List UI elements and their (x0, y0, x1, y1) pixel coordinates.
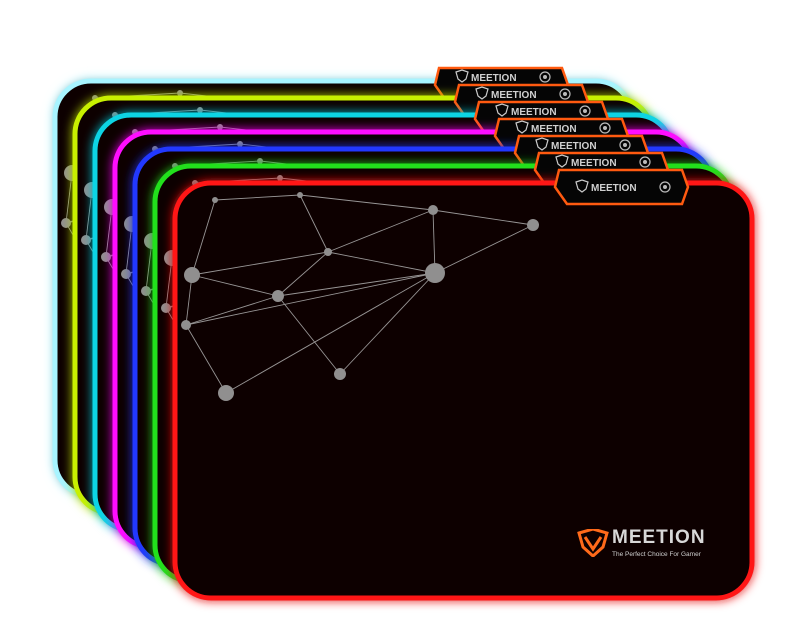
tab-brand-label: MEETION (491, 90, 537, 101)
network-node (61, 218, 71, 228)
network-line (185, 324, 227, 394)
network-node (141, 286, 151, 296)
network-node (272, 290, 284, 302)
network-line (185, 274, 193, 326)
network-node (217, 124, 223, 130)
tab-logo-icon (455, 69, 469, 83)
network-node (428, 205, 438, 215)
tab-brand-label: MEETION (511, 107, 557, 118)
usb-hub-tab: MEETION (553, 168, 690, 206)
network-pattern (181, 192, 539, 401)
network-line (85, 189, 93, 241)
network-line (145, 240, 153, 292)
network-node (297, 192, 303, 198)
light-mode-button-center (623, 143, 627, 147)
network-node (101, 252, 111, 262)
brand-name: MEETION (612, 527, 706, 548)
network-line (191, 274, 279, 297)
network-node (184, 267, 200, 283)
meetion-logo-icon (577, 529, 609, 557)
network-line (105, 206, 113, 258)
tab-logo-icon (475, 86, 489, 100)
brand-block: MEETION The Perfect Choice For Gamer (612, 527, 706, 559)
network-node (324, 248, 332, 256)
tab-brand-label: MEETION (551, 141, 597, 152)
light-mode-button-icon[interactable] (539, 71, 551, 83)
light-mode-button-center (543, 75, 547, 79)
light-mode-button-icon[interactable] (659, 181, 671, 193)
network-node (277, 175, 283, 181)
network-line (165, 257, 173, 309)
network-node (121, 269, 131, 279)
network-line (277, 272, 436, 297)
tab-brand-label: MEETION (571, 158, 617, 169)
tab-brand-label: MEETION (591, 183, 637, 194)
network-line (434, 224, 534, 274)
network-line (65, 172, 73, 224)
light-mode-button-icon[interactable] (579, 105, 591, 117)
network-line (125, 223, 133, 275)
network-node (177, 90, 183, 96)
network-line (214, 194, 301, 201)
network-line (185, 295, 279, 326)
tab-brand-label: MEETION (531, 124, 577, 135)
light-mode-button-icon[interactable] (639, 156, 651, 168)
network-node (257, 158, 263, 164)
network-node (161, 303, 171, 313)
network-node (81, 235, 91, 245)
tab-brand-label: MEETION (471, 73, 517, 84)
network-line (339, 272, 436, 375)
light-mode-button-center (583, 109, 587, 113)
light-mode-button-center (663, 185, 667, 189)
light-mode-button-center (603, 126, 607, 130)
network-line (225, 272, 436, 394)
network-node (218, 385, 234, 401)
light-mode-button-icon[interactable] (599, 122, 611, 134)
light-mode-button-center (643, 160, 647, 164)
network-node (237, 141, 243, 147)
network-line (327, 251, 436, 274)
network-node (212, 197, 218, 203)
network-line (299, 194, 329, 253)
mousepad-red: MEETION (172, 168, 755, 601)
network-line (277, 251, 329, 297)
light-mode-button-center (563, 92, 567, 96)
network-line (191, 199, 216, 276)
tab-logo-icon (555, 154, 569, 168)
network-line (191, 251, 329, 276)
network-node (425, 263, 445, 283)
brand-tagline: The Perfect Choice For Gamer (612, 551, 701, 558)
tab-logo-icon (515, 120, 529, 134)
tab-logo-icon (575, 179, 589, 193)
tab-logo-icon (495, 103, 509, 117)
network-node (181, 320, 191, 330)
light-mode-button-icon[interactable] (559, 88, 571, 100)
network-line (299, 194, 434, 211)
network-node (197, 107, 203, 113)
network-line (327, 209, 434, 253)
tab-logo-icon (535, 137, 549, 151)
network-line (185, 272, 436, 326)
light-mode-button-icon[interactable] (619, 139, 631, 151)
network-line (432, 209, 534, 226)
network-line (432, 209, 436, 274)
network-node (527, 219, 539, 231)
network-node (334, 368, 346, 380)
pad-surface (172, 180, 755, 601)
network-line (277, 295, 341, 375)
